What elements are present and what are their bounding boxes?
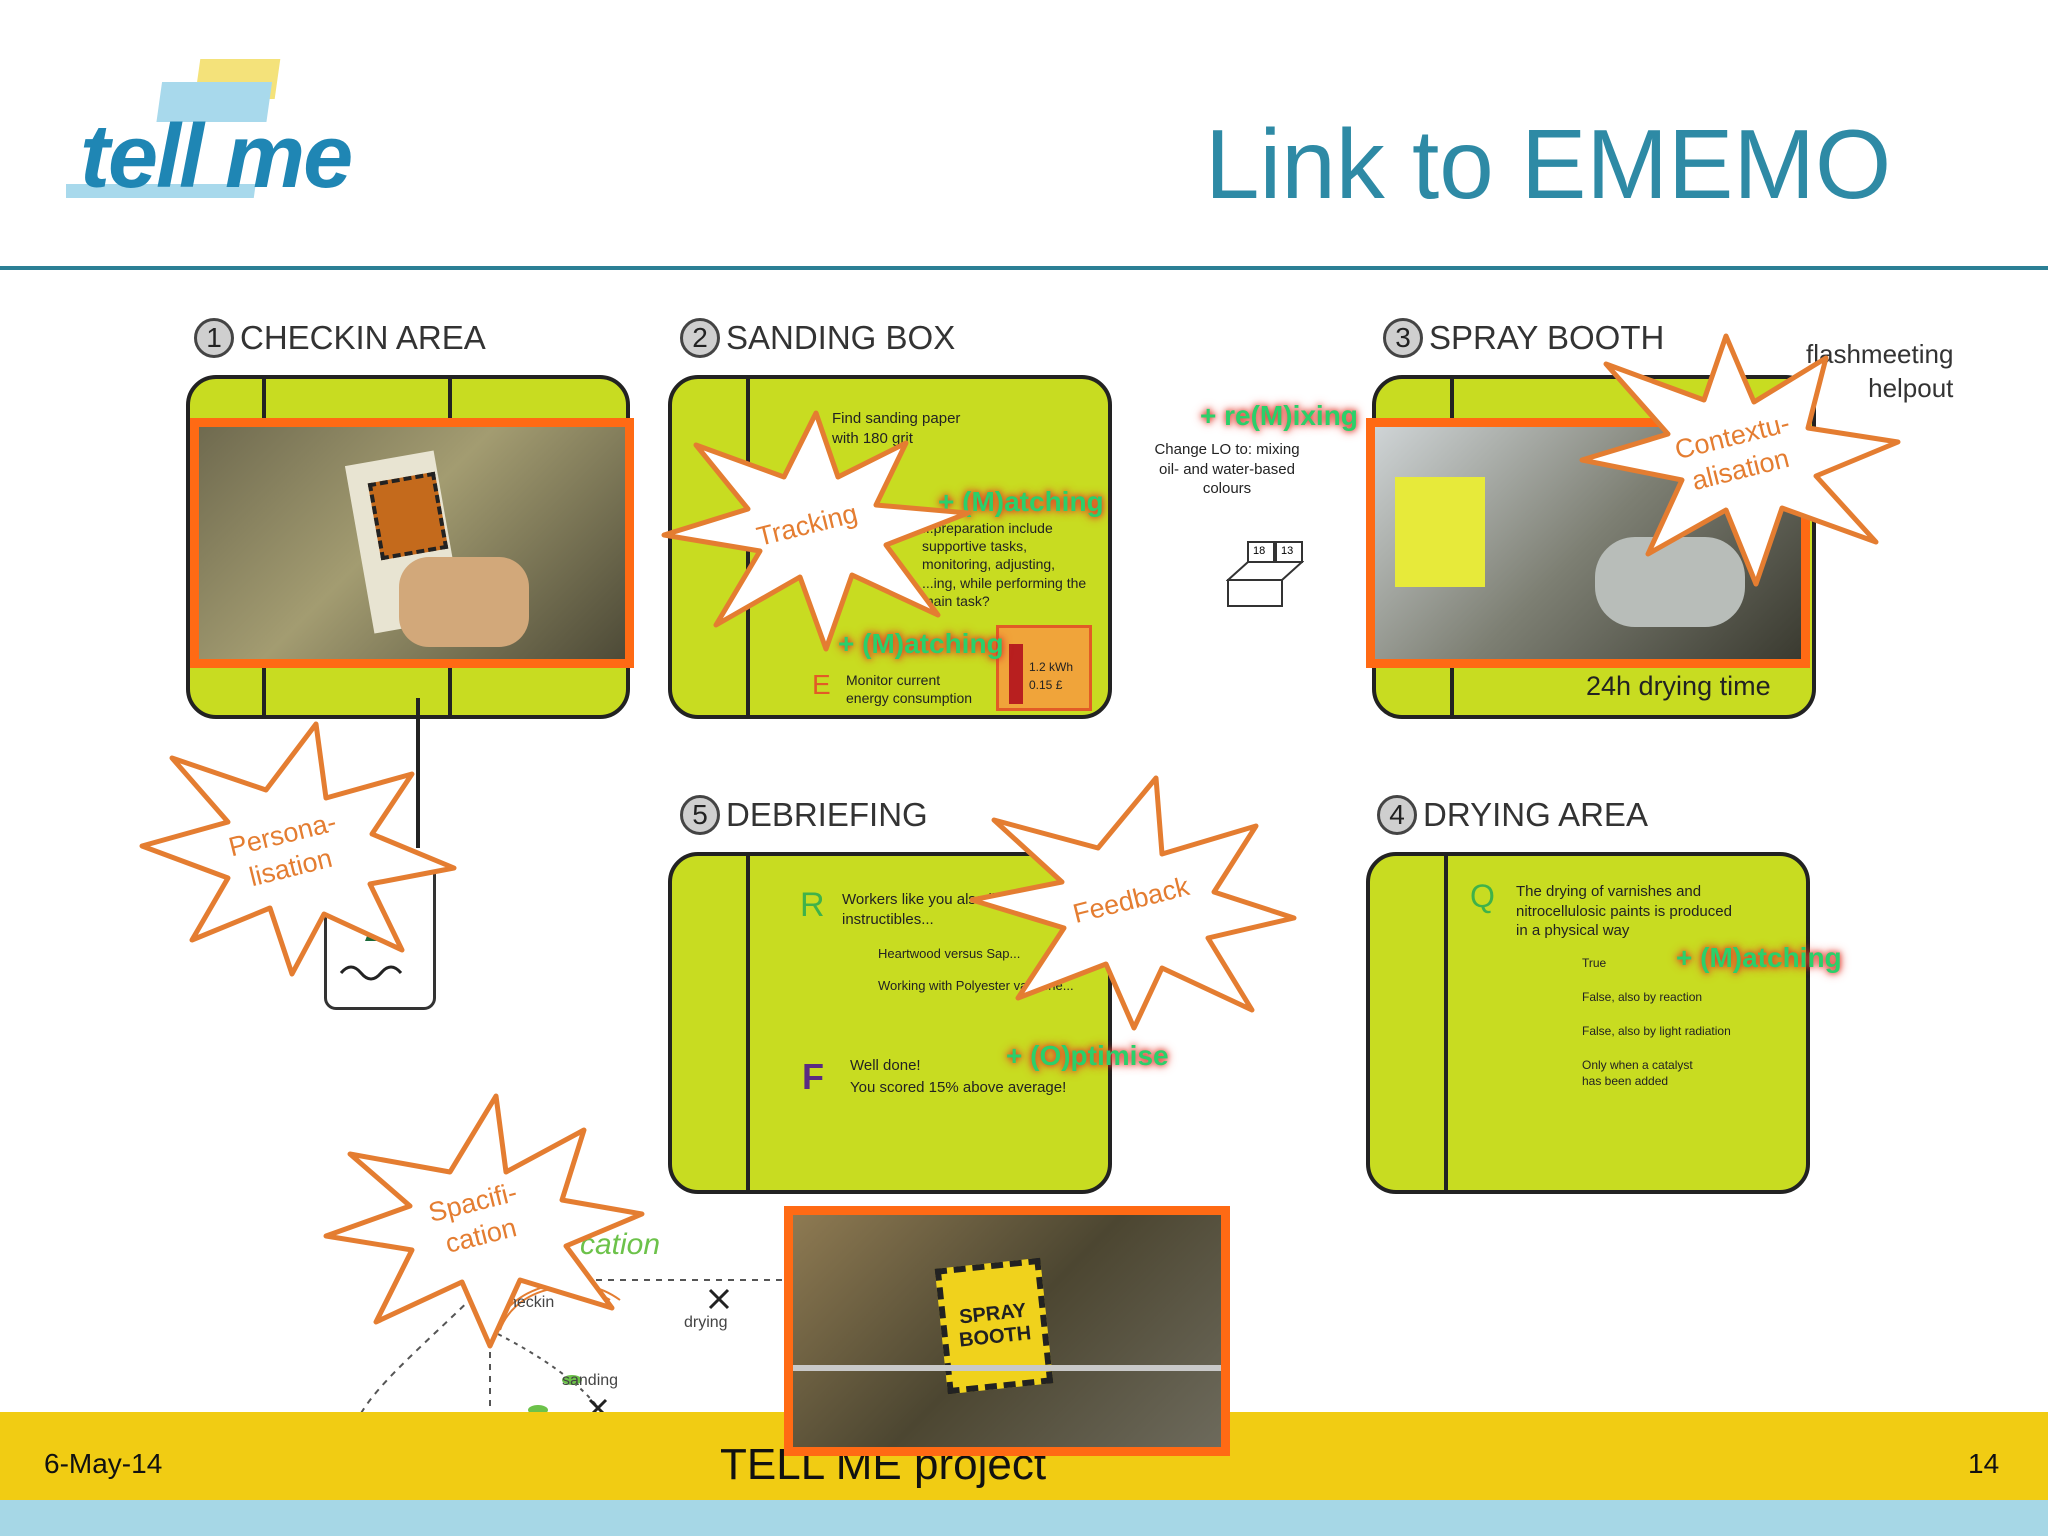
flashmeeting-label: flashmeeting helpout (1806, 338, 1953, 406)
section-label: SANDING BOX (726, 319, 956, 356)
parts-box-icon: 18 13 (1225, 540, 1305, 610)
energy-cost: 0.15 £ (1029, 678, 1063, 692)
section-label: SPRAY BOOTH (1429, 319, 1665, 356)
spray-booth-sign: SPRAY BOOTH (934, 1257, 1054, 1395)
map-sanding-label: sanding (562, 1372, 619, 1389)
specification-burst: Spacifi- cation (320, 1090, 646, 1352)
letter-r: R (800, 886, 825, 924)
tracking-burst: Tracking (656, 405, 976, 655)
matching-tag: + (M)atching (1676, 942, 1842, 973)
letter-q: Q (1470, 878, 1495, 914)
well-done-text: Well done! (850, 1057, 921, 1074)
answer-option: Only when a catalyst has been added (1582, 1058, 1693, 1088)
photo-object (1595, 537, 1745, 627)
spray-gun-card (1395, 477, 1485, 587)
section-number: 4 (1377, 795, 1417, 835)
section-number: 5 (680, 795, 720, 835)
section-debriefing-heading: 5 DEBRIEFING (680, 795, 928, 835)
checkin-photo (190, 418, 634, 668)
map-drying-label: drying (684, 1314, 728, 1331)
box-label: 18 (1253, 545, 1266, 557)
helpout-line: helpout (1868, 372, 1954, 403)
section-label: CHECKIN AREA (240, 319, 486, 356)
header-divider (0, 266, 2048, 270)
answer-option: False, also by light radiation (1582, 1024, 1731, 1038)
section-label: DEBRIEFING (726, 796, 928, 833)
letter-e: E (812, 669, 831, 700)
answer-option: False, also by reaction (1582, 990, 1703, 1004)
section-number: 3 (1383, 318, 1423, 358)
personalisation-burst: Persona- lisation (136, 718, 458, 980)
sanding-instruction: Find sanding paper with 180 grit (832, 410, 961, 447)
matching-tag: + (M)atching (838, 628, 1004, 659)
feedback-burst: Feedback (966, 772, 1298, 1034)
connector-line (416, 698, 420, 848)
drying-panel: Q The drying of varnishes and nitrocellu… (1366, 852, 1810, 1194)
energy-bar-icon (1009, 644, 1023, 704)
section-drying-heading: 4 DRYING AREA (1377, 795, 1648, 835)
tellme-logo: tell me (53, 54, 366, 224)
letter-f: F (802, 1056, 824, 1097)
remixing-tag: + re(M)ixing (1200, 400, 1358, 431)
logo-text: tell me (80, 107, 353, 207)
energy-meter: 1.2 kWh 0.15 £ (996, 625, 1092, 711)
instructible-item: Heartwood versus Sap... (878, 946, 1021, 961)
footer-page-number: 14 (1968, 1448, 2000, 1479)
optimise-tag: + (O)ptimise (1006, 1040, 1169, 1071)
contextualisation-burst: Contextu- alisation (1576, 330, 1904, 590)
score-text: You scored 15% above average! (850, 1079, 1067, 1096)
section-spray-heading: 3 SPRAY BOOTH (1383, 318, 1664, 358)
section-number: 2 (680, 318, 720, 358)
slide-title: Link to EMEMO (1205, 109, 1892, 219)
flashmeeting-line: flashmeeting (1806, 339, 1954, 369)
section-number: 1 (194, 318, 234, 358)
change-lo-text: Change LO to: mixing oil- and water-base… (1154, 441, 1300, 497)
spray-booth-photo: SPRAY BOOTH (784, 1206, 1230, 1456)
footer-date: 6-May-14 (44, 1448, 163, 1479)
box-label: 13 (1281, 545, 1294, 557)
drying-question: The drying of varnishes and nitrocellulo… (1516, 883, 1732, 939)
section-checkin-heading: 1 CHECKIN AREA (194, 318, 486, 358)
section-label: DRYING AREA (1423, 796, 1648, 833)
section-sanding-heading: 2 SANDING BOX (680, 318, 955, 358)
energy-text: Monitor current energy consumption (846, 672, 973, 707)
footer-strip (0, 1500, 2048, 1536)
energy-kwh: 1.2 kWh (1029, 660, 1074, 674)
sanding-body: ...preparation include supportive tasks,… (922, 520, 1087, 609)
drying-time-text: 24h drying time (1586, 671, 1771, 701)
answer-option: True (1582, 956, 1607, 970)
